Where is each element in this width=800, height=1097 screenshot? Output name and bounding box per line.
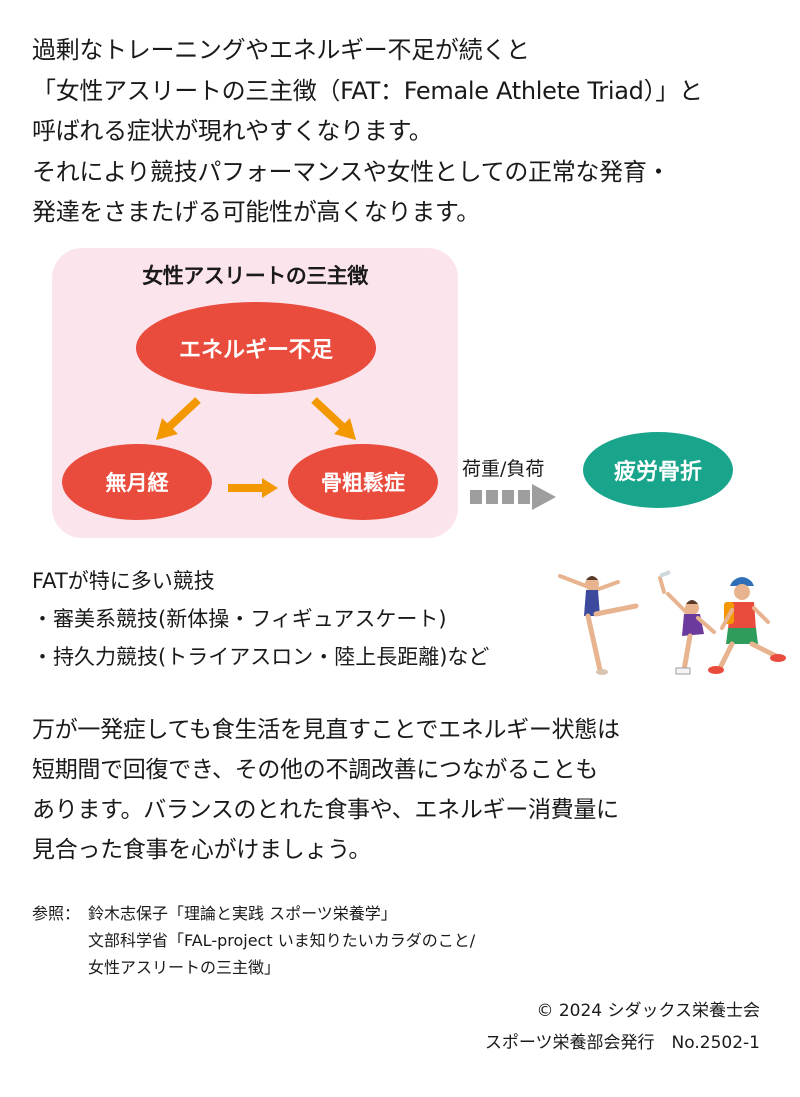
closing-line: 見合った食事を心がけましょう。 xyxy=(32,837,372,863)
athletes-illustration xyxy=(558,570,786,675)
reference-row: 参照： 鈴木志保子「理論と実践 スポーツ栄養学」 xyxy=(32,900,475,927)
reference-line: 文部科学省「FAL-project いま知りたいカラダのこと/ xyxy=(88,931,476,950)
runner-icon xyxy=(708,577,786,674)
rhythmic-gymnast-icon xyxy=(558,574,639,675)
intro-paragraph: 過剰なトレーニングやエネルギー不足が続くと 「女性アスリートの三主徴（FAT：F… xyxy=(32,30,792,233)
sports-heading: FATが特に多い競技 xyxy=(32,569,215,593)
references-label: 参照： xyxy=(32,904,81,923)
amenorrhea-node: 無月経 xyxy=(62,444,212,520)
issue-text: スポーツ栄養部会発行 No.2502-1 xyxy=(484,1033,760,1053)
stress-fracture-node: 疲労骨折 xyxy=(583,432,733,508)
copyright-text: © 2024 シダックス栄養士会 xyxy=(536,1001,760,1021)
reference-line: 鈴木志保子「理論と実践 スポーツ栄養学」 xyxy=(88,904,397,923)
closing-paragraph: 万が一発症しても食生活を見直すことでエネルギー状態は 短期間で回復でき、その他の… xyxy=(32,710,792,870)
intro-line: それにより競技パフォーマンスや女性としての正常な発育・ xyxy=(32,157,671,186)
reference-indent xyxy=(32,954,88,981)
energy-deficiency-node: エネルギー不足 xyxy=(136,302,376,394)
osteoporosis-node: 骨粗鬆症 xyxy=(288,444,438,520)
triad-title: 女性アスリートの三主徴 xyxy=(142,264,368,288)
intro-line: 発達をさまたげる可能性が高くなります。 xyxy=(32,198,480,226)
figure-skater-icon xyxy=(658,570,716,675)
triad-diagram: 女性アスリートの三主徴 エネルギー不足 無月経 骨粗鬆症 xyxy=(52,248,458,538)
reference-row: 文部科学省「FAL-project いま知りたいカラダのこと/ xyxy=(32,927,475,954)
closing-line: 万が一発症しても食生活を見直すことでエネルギー状態は xyxy=(32,717,620,743)
arrow-energy-to-osteoporosis xyxy=(311,397,356,440)
dashed-arrow-icon xyxy=(470,484,556,510)
closing-line: あります。バランスのとれた食事や、エネルギー消費量に xyxy=(32,797,619,823)
arrow-energy-to-amenorrhea xyxy=(156,397,201,440)
list-item: ・持久力競技(トライアスロン・陸上長距離)など xyxy=(32,645,490,669)
intro-line: 「女性アスリートの三主徴（FAT：Female Athlete Triad）」と xyxy=(32,76,703,105)
references: 参照： 鈴木志保子「理論と実践 スポーツ栄養学」 文部科学省「FAL-proje… xyxy=(32,900,475,981)
reference-line: 女性アスリートの三主徴」 xyxy=(88,958,281,977)
footer: © 2024 シダックス栄養士会 スポーツ栄養部会発行 No.2502-1 xyxy=(485,995,760,1059)
reference-row: 女性アスリートの三主徴」 xyxy=(32,954,475,981)
intro-line: 呼ばれる症状が現れやすくなります。 xyxy=(32,117,433,145)
triad-arrows xyxy=(156,397,356,498)
reference-indent xyxy=(32,927,88,954)
list-item: ・審美系競技(新体操・フィギュアスケート) xyxy=(32,607,447,631)
arrow-amenorrhea-to-osteoporosis xyxy=(228,478,278,498)
intro-line: 過剰なトレーニングやエネルギー不足が続くと xyxy=(32,36,530,64)
closing-line: 短期間で回復でき、その他の不調改善につながることも xyxy=(32,757,598,783)
load-label: 荷重/負荷 xyxy=(462,458,545,480)
sports-list: FATが特に多い競技 ・審美系競技(新体操・フィギュアスケート) ・持久力競技(… xyxy=(32,562,489,676)
